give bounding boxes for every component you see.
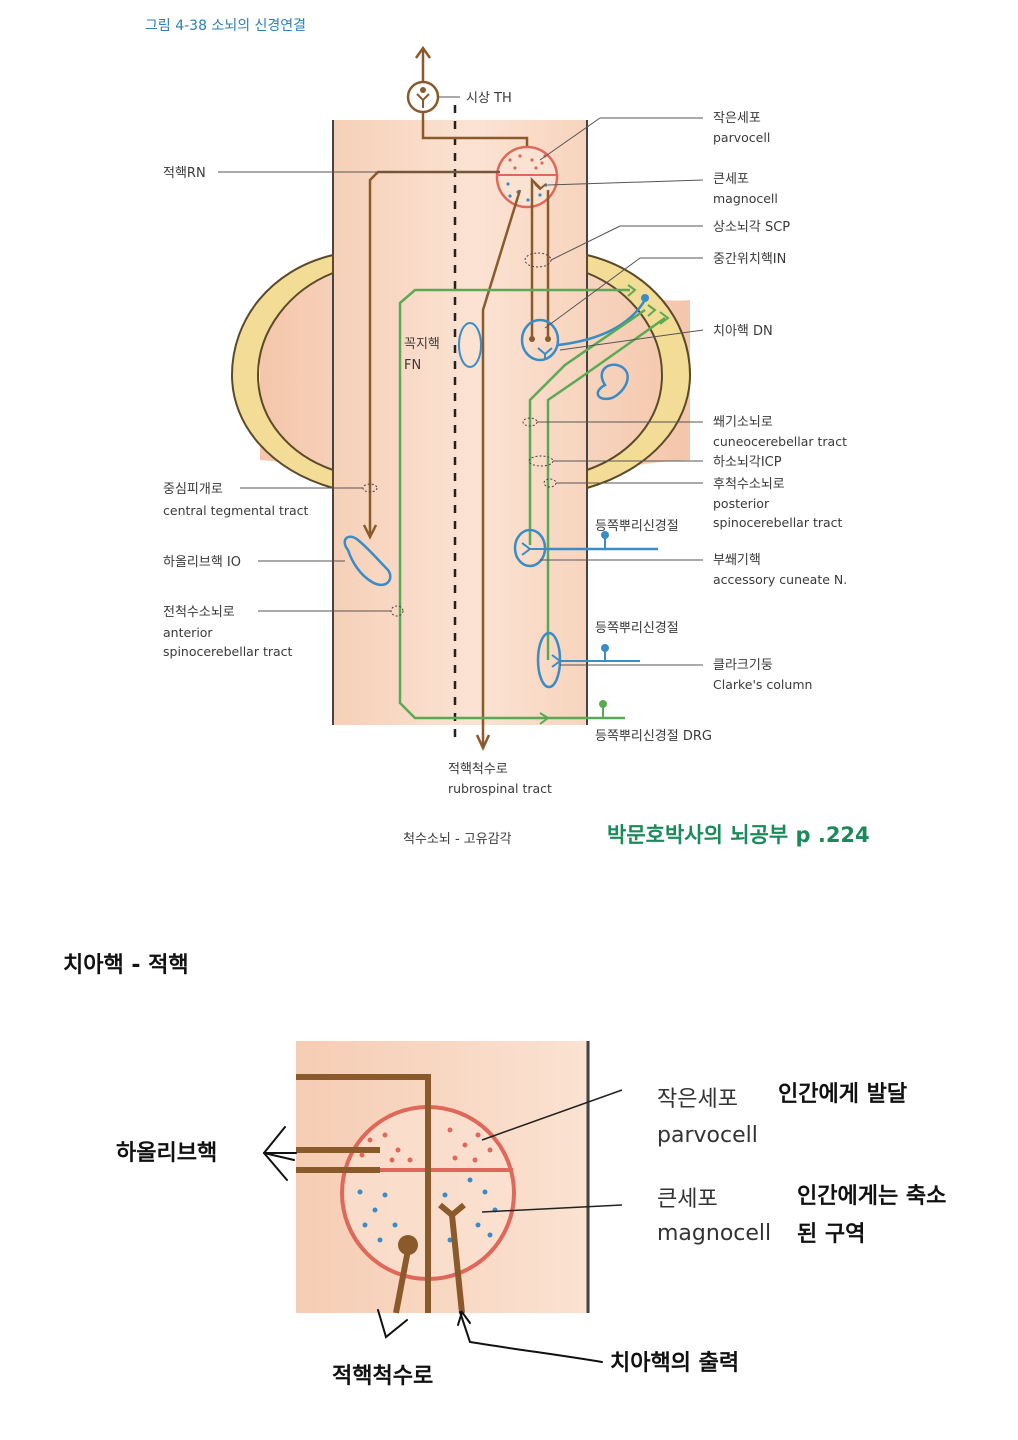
dentate-nucleus xyxy=(520,318,560,362)
inferior-olive-label: 하올리브핵 IO xyxy=(163,555,241,570)
accessory-cuneate-label-kr: 부쐐기핵 xyxy=(713,553,761,568)
thalamus-node xyxy=(406,45,440,114)
scp-label: 상소뇌각 SCP xyxy=(713,220,790,235)
hand-arrows xyxy=(262,1126,603,1363)
zoom-parvocell-kr: 작은세포 xyxy=(657,1087,738,1112)
magnocell-note-2: 된 구역 xyxy=(797,1222,865,1247)
red-nucleus xyxy=(495,145,559,209)
zoom-figure xyxy=(296,1041,590,1314)
parvocell-note: 인간에게 발달 xyxy=(778,1082,907,1107)
rubrospinal-tract xyxy=(481,189,522,745)
fastigial-label-kr: 꼭지핵 xyxy=(404,337,440,352)
dentate-output-note: 치아핵의 출력 xyxy=(610,1351,739,1376)
drg-label-3: 등쪽뿌리신경절 DRG xyxy=(595,729,712,744)
accessory-cuneate-label-en: accessory cuneate N. xyxy=(713,572,847,587)
thalamus-label: 시상 TH xyxy=(466,91,512,106)
parvocell-label-en: parvocell xyxy=(713,130,770,145)
accessory-cuneate-nucleus xyxy=(513,528,658,568)
posterior-scb-label-kr: 후척수소뇌로 xyxy=(713,477,785,492)
clarkes-column xyxy=(536,631,640,689)
inferior-olive-note: 하올리브핵 xyxy=(116,1141,217,1166)
rubrospinal-label-kr: 적핵척수로 xyxy=(448,762,508,777)
magnocell-note-1: 인간에게는 축소 xyxy=(797,1184,946,1209)
drg-label-1: 등쪽뿌리신경절 xyxy=(595,519,679,534)
inferior-olive xyxy=(343,535,392,587)
purkinje-dentate xyxy=(557,299,647,347)
posterior-scb-label-en1: posterior xyxy=(713,496,770,511)
zoom-magnocell-kr: 큰세포 xyxy=(657,1187,718,1212)
green-tracts xyxy=(398,288,666,720)
cerebellum-right xyxy=(586,253,692,490)
anterior-scb-label-en1: anterior xyxy=(163,625,213,640)
anterior-scb-label-kr: 전척수소뇌로 xyxy=(163,605,235,620)
central-tegmental-label-kr: 중심피개로 xyxy=(163,482,223,497)
figure-footer: 척수소뇌 - 고유감각 xyxy=(403,832,512,847)
leader-lines xyxy=(218,117,704,666)
fastigial-label-en: FN xyxy=(404,358,421,373)
central-tegmental-label-en: central tegmental tract xyxy=(163,503,309,518)
interposed-nucleus xyxy=(596,363,629,401)
source-citation: 박문호박사의 뇌공부 p .224 xyxy=(607,823,870,847)
figure-caption: 그림 4-38 소뇌의 신경연결 xyxy=(145,18,306,34)
magnocell-label-en: magnocell xyxy=(713,191,778,206)
drg-label-2: 등쪽뿌리신경절 xyxy=(595,621,679,636)
rubrospinal-note: 적핵척수로 xyxy=(332,1364,433,1389)
fastigial-nucleus xyxy=(458,322,482,368)
posterior-scb-label-en2: spinocerebellar tract xyxy=(713,515,843,530)
clarke-label-en: Clarke's column xyxy=(713,677,812,692)
rubrospinal-label-en: rubrospinal tract xyxy=(448,781,552,796)
clarke-label-kr: 클라크기둥 xyxy=(713,658,773,673)
parvocell-label-kr: 작은세포 xyxy=(713,111,761,126)
interposed-label: 중간위치핵IN xyxy=(713,252,786,267)
section-title: 치아핵 - 적핵 xyxy=(63,953,189,978)
magnocell-label-kr: 큰세포 xyxy=(713,172,749,187)
icp-label: 하소뇌각ICP xyxy=(713,455,782,470)
dentate-label: 치아핵 DN xyxy=(713,324,773,339)
red-nucleus-label: 적핵RN xyxy=(163,166,206,181)
cuneocerebellar-label-en: cuneocerebellar tract xyxy=(713,434,847,449)
cuneocerebellar-label-kr: 쐐기소뇌로 xyxy=(713,415,773,430)
zoom-magnocell-en: magnocell xyxy=(657,1221,771,1246)
zoom-parvocell-en: parvocell xyxy=(657,1123,758,1148)
anterior-scb-label-en2: spinocerebellar tract xyxy=(163,644,293,659)
